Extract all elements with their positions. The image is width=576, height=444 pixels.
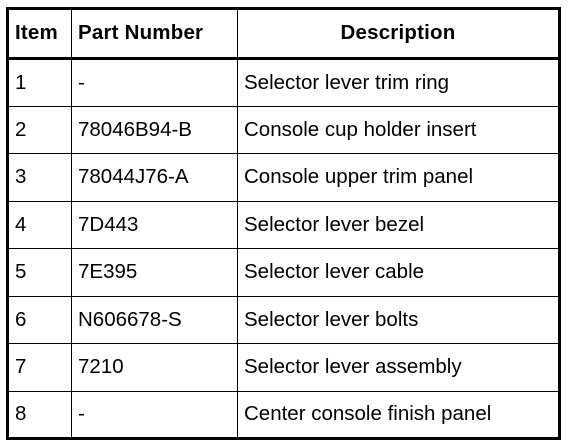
part-number-cell: 7210 bbox=[71, 343, 238, 392]
parts-table: Item Part Number Description 1 - Selecto… bbox=[6, 7, 561, 440]
item-cell: 1 bbox=[7, 58, 72, 107]
table-row: 7 7210 Selector lever assembly bbox=[7, 343, 560, 392]
item-cell: 2 bbox=[7, 105, 72, 154]
part-number-cell: 78044J76-A bbox=[71, 153, 238, 202]
description-cell: Console upper trim panel bbox=[237, 153, 560, 202]
item-cell: 4 bbox=[7, 200, 72, 249]
item-cell: 3 bbox=[7, 153, 72, 202]
header-item: Item bbox=[7, 8, 72, 60]
item-cell: 8 bbox=[7, 390, 72, 439]
description-cell: Console cup holder insert bbox=[237, 105, 560, 154]
table-body: 1 - Selector lever trim ring 2 78046B94-… bbox=[7, 58, 560, 439]
description-cell: Selector lever bezel bbox=[237, 200, 560, 249]
part-number-cell: - bbox=[71, 390, 238, 439]
header-description: Description bbox=[237, 8, 560, 60]
table-row: 8 - Center console finish panel bbox=[7, 390, 560, 439]
header-row: Item Part Number Description bbox=[7, 8, 560, 60]
description-cell: Selector lever cable bbox=[237, 248, 560, 297]
table-row: 1 - Selector lever trim ring bbox=[7, 58, 560, 107]
part-number-cell: N606678-S bbox=[71, 295, 238, 344]
description-cell: Selector lever trim ring bbox=[237, 58, 560, 107]
table-row: 2 78046B94-B Console cup holder insert bbox=[7, 105, 560, 154]
part-number-cell: 78046B94-B bbox=[71, 105, 238, 154]
table-row: 4 7D443 Selector lever bezel bbox=[7, 200, 560, 249]
description-cell: Center console finish panel bbox=[237, 390, 560, 439]
table-header: Item Part Number Description bbox=[7, 8, 560, 60]
description-cell: Selector lever assembly bbox=[237, 343, 560, 392]
header-part-number: Part Number bbox=[71, 8, 238, 60]
part-number-cell: - bbox=[71, 58, 238, 107]
table-row: 5 7E395 Selector lever cable bbox=[7, 248, 560, 297]
part-number-cell: 7D443 bbox=[71, 200, 238, 249]
description-cell: Selector lever bolts bbox=[237, 295, 560, 344]
table-row: 6 N606678-S Selector lever bolts bbox=[7, 295, 560, 344]
table-row: 3 78044J76-A Console upper trim panel bbox=[7, 153, 560, 202]
item-cell: 7 bbox=[7, 343, 72, 392]
item-cell: 5 bbox=[7, 248, 72, 297]
item-cell: 6 bbox=[7, 295, 72, 344]
part-number-cell: 7E395 bbox=[71, 248, 238, 297]
